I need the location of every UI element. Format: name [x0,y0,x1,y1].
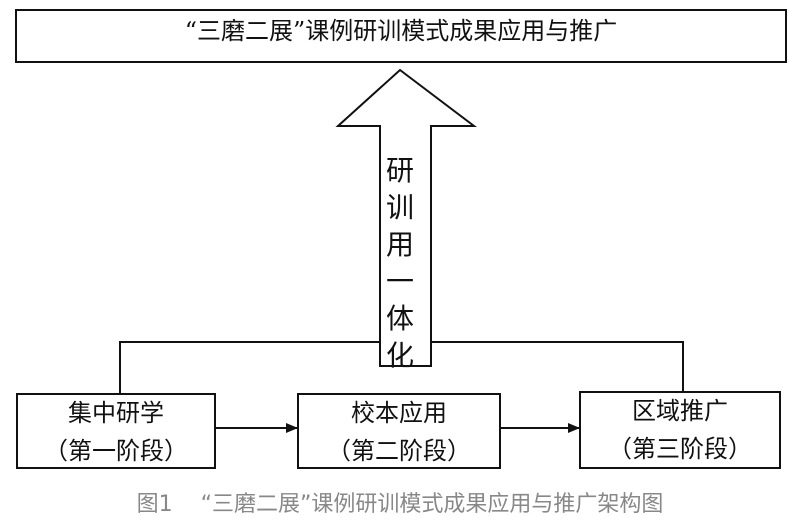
top-box-label: “三磨二展”课例研训模式成果应用与推广 [184,17,618,45]
stage-box-2 [297,393,501,469]
arrow-label-char: 化 [385,339,414,372]
upward-arrow [335,68,477,367]
arrow-label-char: 用 [385,228,414,261]
stage-2-title: 校本应用 [351,399,447,427]
arrow-label-char: 训 [385,191,414,224]
arrow-label-char: 体 [385,302,414,335]
stage-2-text: 校本应用 （第二阶段） [300,394,498,470]
stage-1-title: 集中研学 [68,399,164,427]
stage-box-3 [579,391,781,469]
stage-1-text: 集中研学 （第一阶段） [17,394,215,470]
stage-3-title: 区域推广 [632,397,728,425]
arrow-label-char: 研 [385,154,414,187]
stage-3-phase: （第三阶段） [608,435,752,463]
arrow-label-char: 一 [385,265,414,298]
stage-2-phase: （第二阶段） [327,437,471,465]
stage-box-1 [16,393,216,469]
top-box [15,9,787,63]
connector-bracket [119,341,684,394]
arrow-label: 研 训 用 一 体 化 [378,152,422,374]
stage-3-text: 区域推广 （第三阶段） [581,392,779,468]
stage-1-phase: （第一阶段） [44,437,188,465]
figure-caption: 图1 “三磨二展”课例研训模式成果应用与推广架构图 [136,492,664,517]
